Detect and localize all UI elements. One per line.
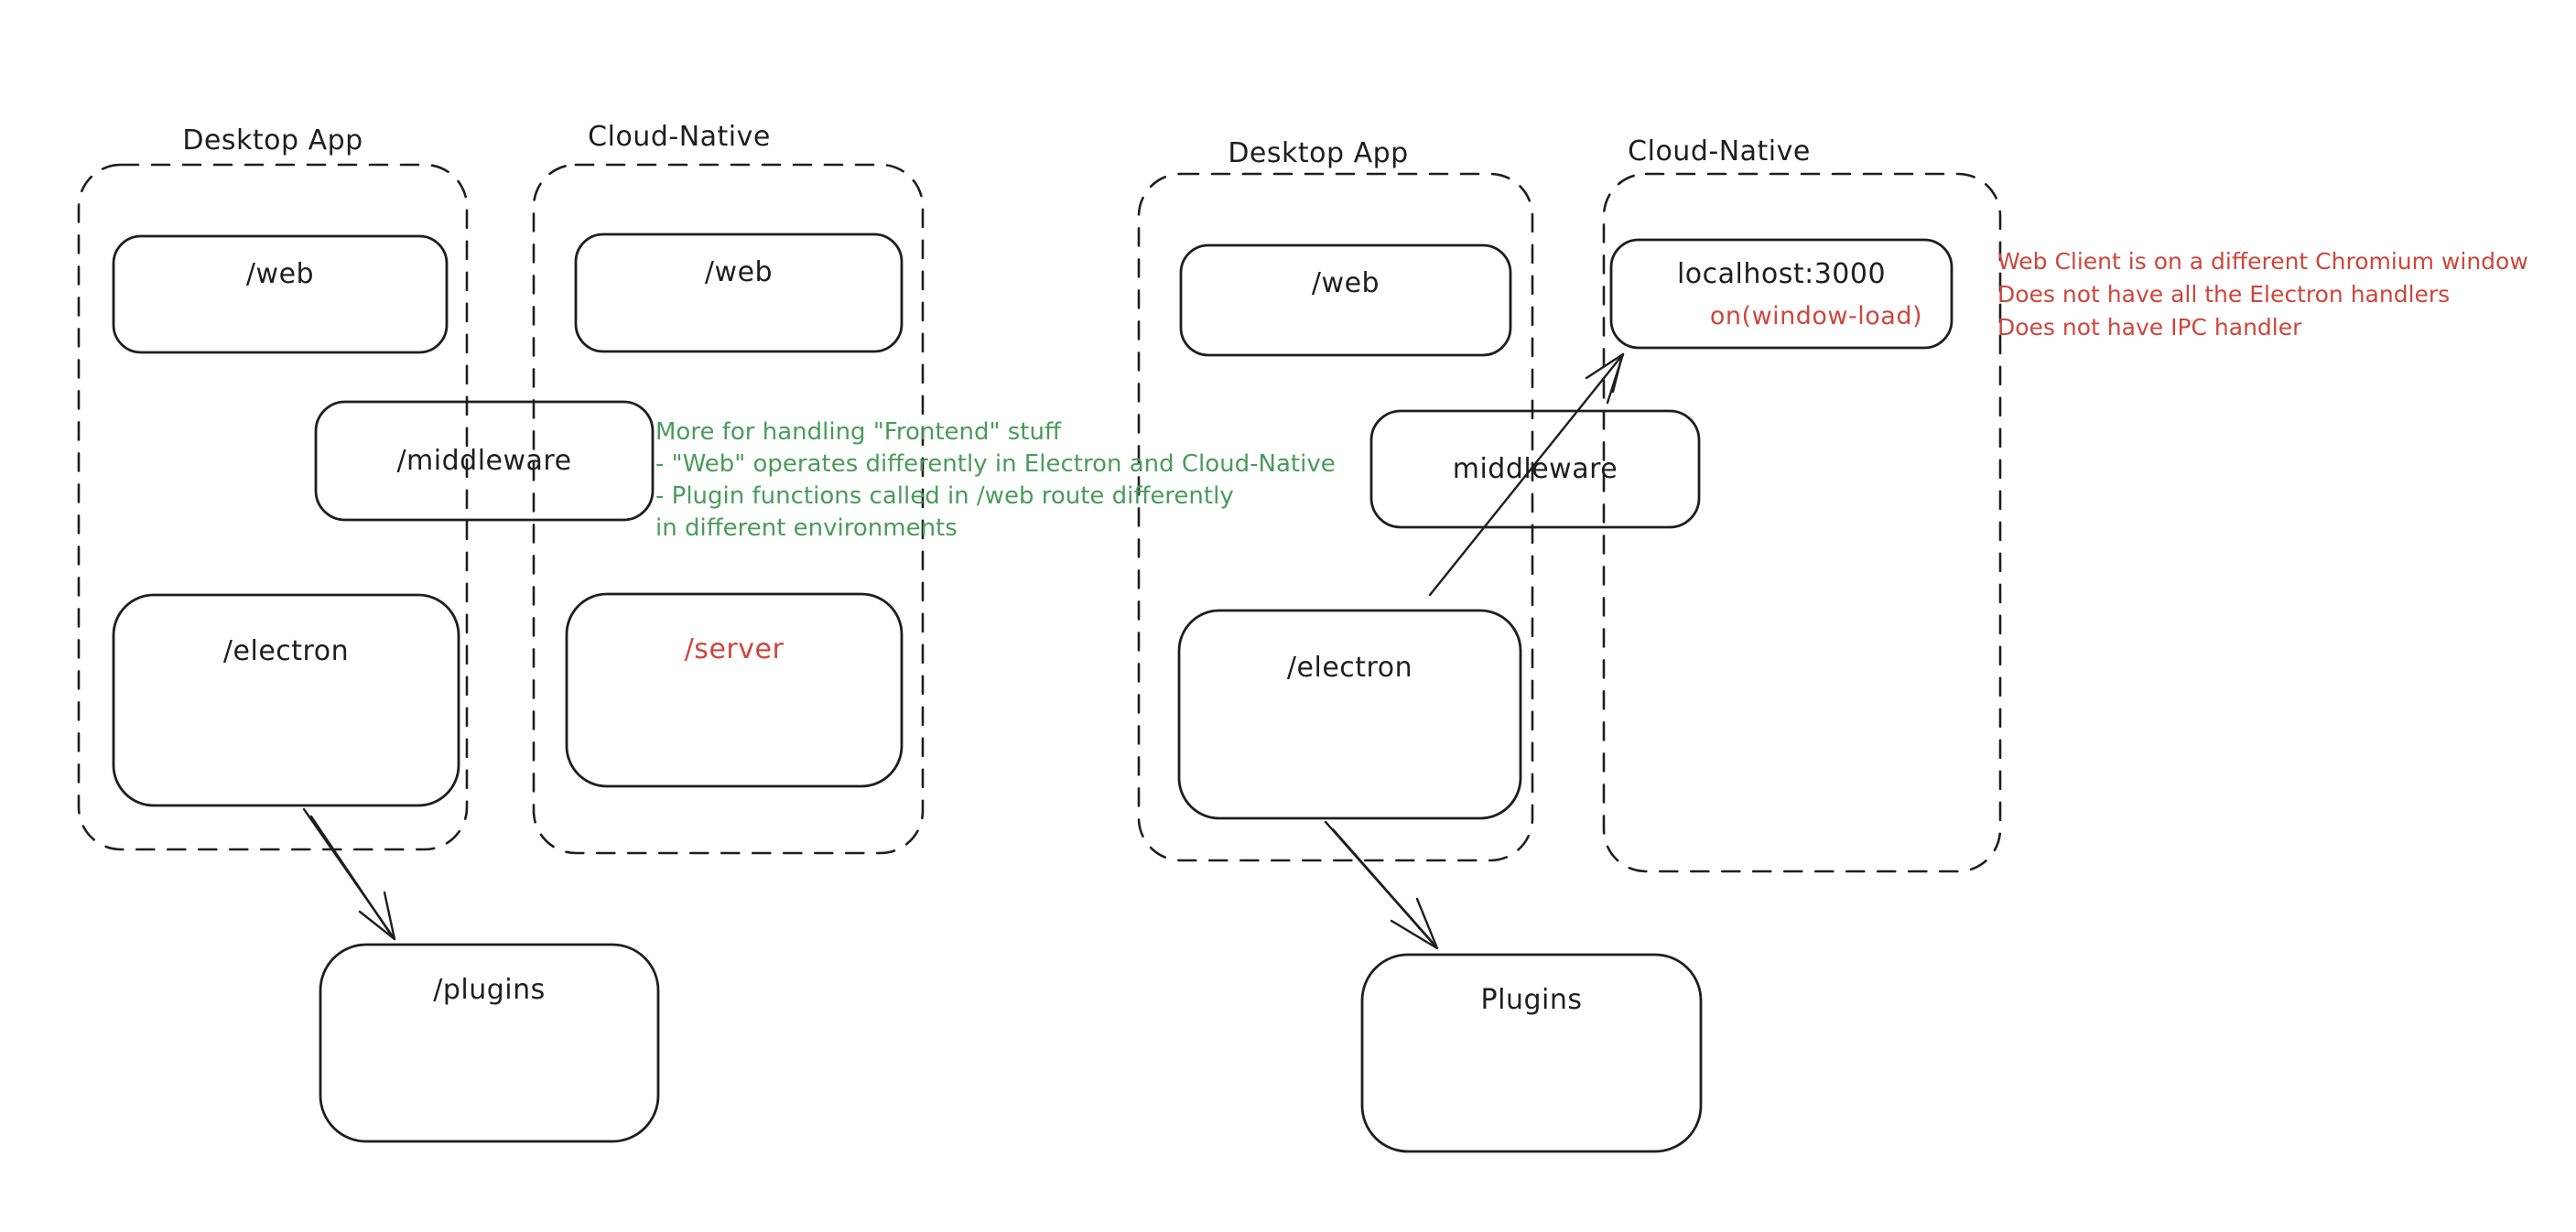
right-middleware-box-label: middleware bbox=[1452, 453, 1618, 485]
left-middleware-box-label: /middleware bbox=[396, 445, 572, 477]
green-note: More for handling "Frontend" stuff - "We… bbox=[655, 416, 1336, 545]
left-web-desktop-box-label: /web bbox=[245, 258, 315, 290]
left-web-cloud-box-label: /web bbox=[704, 256, 774, 288]
red-note: Web Client is on a different Chromium wi… bbox=[1997, 245, 2528, 344]
right-middleware-box bbox=[1369, 409, 1701, 529]
left-cloud-native-label: Cloud-Native bbox=[588, 121, 771, 153]
right-desktop-app-label: Desktop App bbox=[1228, 137, 1409, 169]
left-plugins-box bbox=[319, 943, 660, 1143]
left-web-cloud-box bbox=[574, 232, 904, 353]
red-note-line-1: Web Client is on a different Chromium wi… bbox=[1997, 248, 2528, 275]
right-electron-box bbox=[1177, 609, 1522, 820]
right-web-box bbox=[1179, 243, 1512, 357]
green-note-line-2: - "Web" operates differently in Electron… bbox=[655, 450, 1336, 478]
right-plugins-box bbox=[1360, 953, 1703, 1153]
right-cloud-native-label: Cloud-Native bbox=[1628, 135, 1811, 168]
left-electron-box-label: /electron bbox=[222, 635, 350, 667]
right-cloud-native-container bbox=[1602, 172, 2002, 873]
right-plugins-box-label: Plugins bbox=[1480, 984, 1583, 1016]
right-localhost-box-label: localhost:3000 bbox=[1676, 258, 1887, 290]
red-note-line-2: Does not have all the Electron handlers bbox=[1997, 281, 2451, 308]
green-note-line-3: - Plugin functions called in /web route … bbox=[655, 482, 1234, 510]
arrow-right-electron-to-plugins bbox=[1324, 820, 1439, 950]
green-note-line-1: More for handling "Frontend" stuff bbox=[655, 418, 1061, 446]
left-middleware-box bbox=[314, 400, 655, 522]
green-note-line-4: in different environments bbox=[655, 514, 958, 542]
right-desktop-app-container bbox=[1137, 172, 1534, 862]
left-web-desktop-box bbox=[112, 234, 449, 354]
left-electron-box bbox=[112, 593, 460, 807]
right-localhost-box bbox=[1609, 238, 1954, 350]
right-window-load-label: on(window-load) bbox=[1709, 302, 1922, 330]
red-note-line-3: Does not have IPC handler bbox=[1997, 314, 2302, 340]
left-server-box bbox=[565, 592, 904, 788]
arrow-left-electron-to-plugins bbox=[302, 807, 396, 941]
right-web-box-label: /web bbox=[1311, 267, 1380, 299]
left-desktop-app-label: Desktop App bbox=[182, 124, 363, 157]
left-plugins-box-label: /plugins bbox=[433, 974, 546, 1006]
left-cloud-native-container bbox=[532, 163, 925, 855]
left-server-box-label: /server bbox=[684, 633, 785, 665]
right-electron-box-label: /electron bbox=[1286, 652, 1413, 684]
left-desktop-app-container bbox=[77, 163, 469, 851]
arrow-right-electron-to-localhost bbox=[1428, 352, 1625, 597]
